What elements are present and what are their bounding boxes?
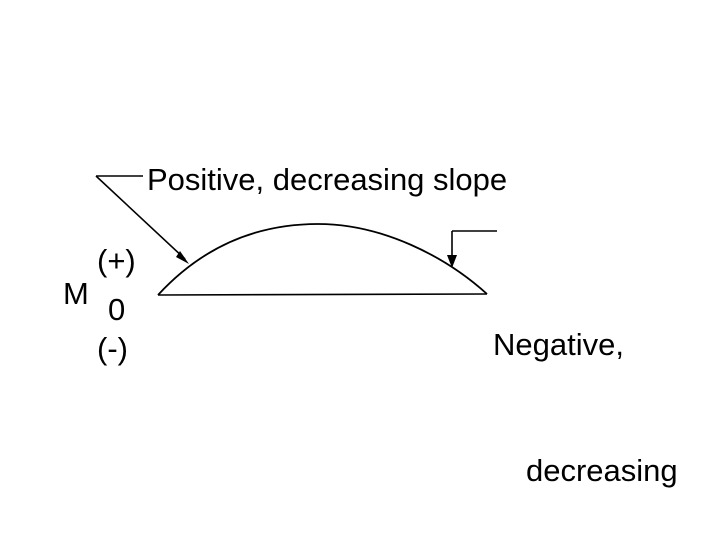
negative-slope-annotation: Negative, decreasing slope (493, 240, 678, 546)
left-leader-arrowhead (176, 251, 189, 264)
negative-slope-line-2: decreasing (526, 453, 678, 488)
axis-value-positive: (+) (97, 243, 136, 278)
right-leader-arrowhead (447, 255, 457, 268)
positive-slope-annotation: Positive, decreasing slope (147, 162, 508, 197)
negative-slope-line-1: Negative, (493, 327, 624, 362)
axis-value-zero: 0 (108, 292, 126, 327)
left-leader-line (95, 175, 186, 260)
concave-down-curve (157, 223, 488, 296)
axis-label-m: M (63, 276, 89, 311)
zero-axis-line (157, 293, 488, 296)
axis-value-negative: (-) (97, 331, 128, 366)
